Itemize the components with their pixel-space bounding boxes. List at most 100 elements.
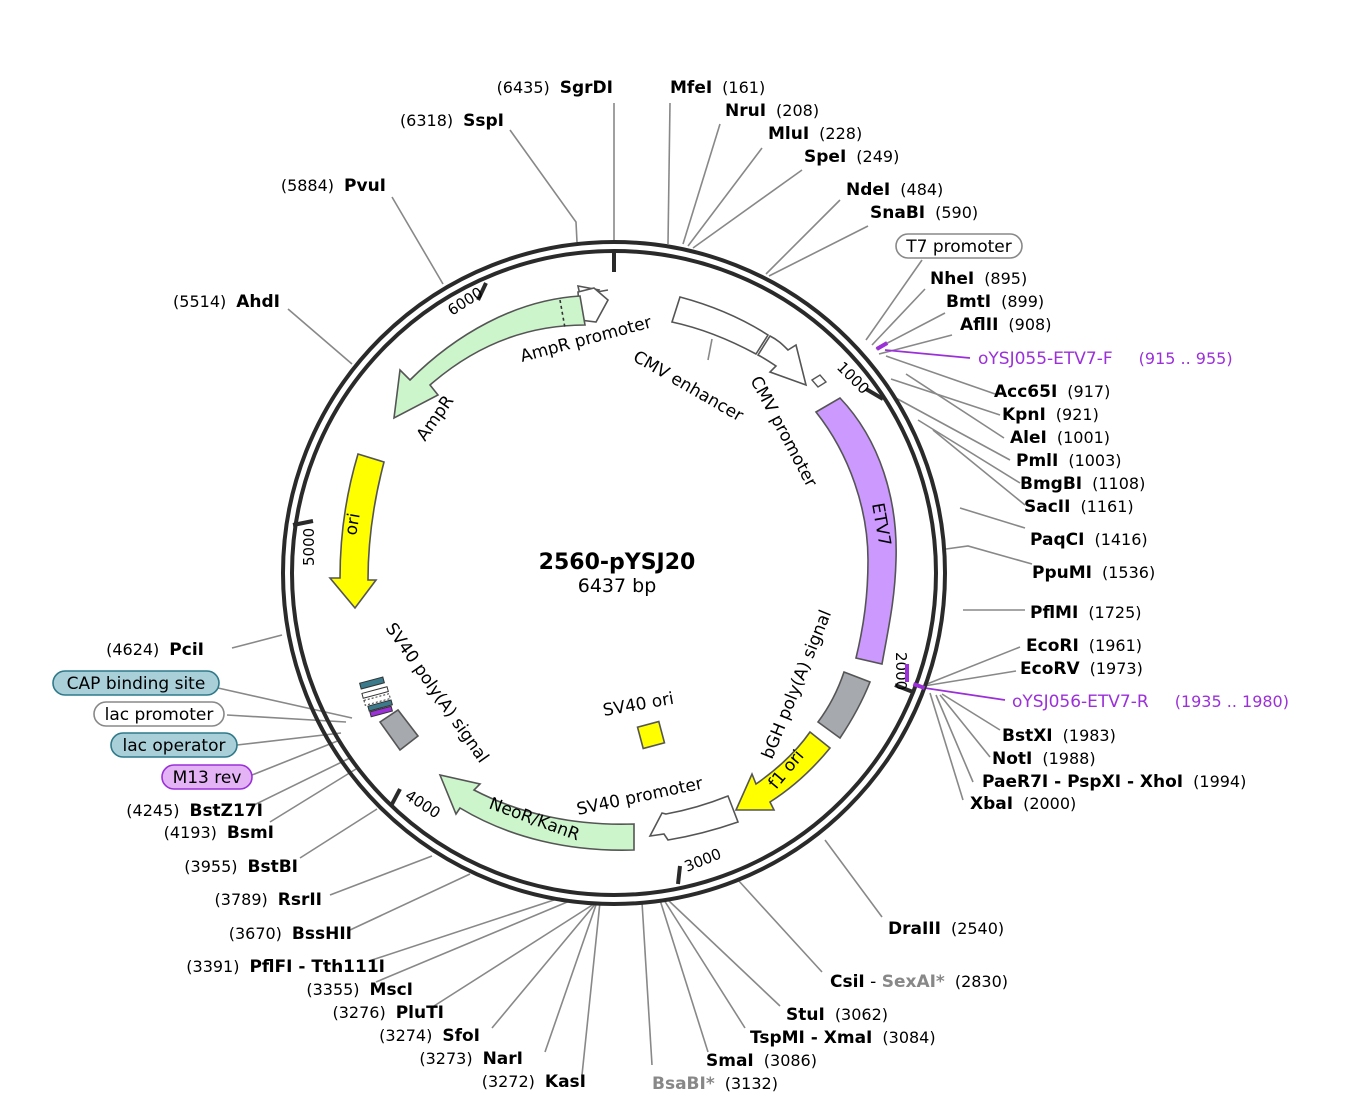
enzyme-name: PmlI bbox=[1016, 451, 1058, 471]
enzyme-sep: - bbox=[865, 972, 882, 992]
enzyme-name: KpnI bbox=[1002, 405, 1046, 425]
enzyme-name: BmgBI bbox=[1020, 474, 1082, 494]
leader-lines bbox=[217, 102, 1033, 1076]
svg-text:BstXI(1983): BstXI(1983) bbox=[1002, 726, 1116, 746]
enzyme-pos: (1983) bbox=[1063, 726, 1116, 745]
enzyme-name: PaqCI bbox=[1030, 530, 1084, 550]
enzyme-pos: (1536) bbox=[1102, 563, 1155, 582]
enzyme-pos: (1001) bbox=[1057, 428, 1110, 447]
cmv-promoter-label: CMV promoter bbox=[746, 373, 821, 491]
svg-text:(5884)PvuI: (5884)PvuI bbox=[281, 176, 386, 196]
svg-text:(3355)MscI: (3355)MscI bbox=[306, 980, 413, 1000]
enzyme-name: SspI bbox=[463, 111, 504, 131]
svg-text:PpuMI(1536): PpuMI(1536) bbox=[1032, 563, 1155, 583]
enzyme-pos: (895) bbox=[984, 269, 1027, 288]
enzyme-name: KasI bbox=[545, 1072, 586, 1092]
svg-text:PflMI(1725): PflMI(1725) bbox=[1030, 603, 1142, 623]
sv40-ori-box[interactable] bbox=[636, 720, 666, 750]
enzyme-name: BstBI bbox=[248, 857, 299, 877]
svg-text:Acc65I(917): Acc65I(917) bbox=[994, 382, 1110, 402]
f1-ori-arrow[interactable] bbox=[734, 730, 832, 811]
svg-text:XbaI(2000): XbaI(2000) bbox=[970, 794, 1076, 814]
ampr-arrow[interactable] bbox=[393, 295, 586, 420]
primer-name: oYSJ055-ETV7-F bbox=[978, 349, 1113, 369]
enzyme-pos: (4245) bbox=[126, 801, 179, 820]
svg-text:AflII(908): AflII(908) bbox=[960, 315, 1051, 335]
enzyme-name: TspMI - XmaI bbox=[750, 1028, 872, 1048]
svg-text:TspMI - XmaI(3084): TspMI - XmaI(3084) bbox=[750, 1028, 936, 1048]
svg-text:(3670)BssHII: (3670)BssHII bbox=[229, 924, 352, 944]
cmv-enhancer-arrow[interactable] bbox=[670, 296, 770, 356]
enzyme-pos: (1994) bbox=[1193, 772, 1246, 791]
enzyme-labels: (6435)SgrDI (6318)SspI (5884)PvuI (5514)… bbox=[106, 78, 1246, 1094]
sv40-ori-label: SV40 ori bbox=[601, 689, 675, 721]
enzyme-pos: (3062) bbox=[835, 1005, 888, 1024]
enzyme-pos: (1161) bbox=[1080, 497, 1133, 516]
sv40-promoter-arrow[interactable] bbox=[648, 794, 740, 841]
lac-promoter-label: lac promoter bbox=[105, 705, 214, 725]
neokan-arrow[interactable] bbox=[438, 773, 635, 851]
svg-text:(3273)NarI: (3273)NarI bbox=[419, 1049, 523, 1069]
enzyme-name: PluTI bbox=[396, 1003, 444, 1023]
svg-text:NdeI(484): NdeI(484) bbox=[846, 180, 943, 200]
small-marker bbox=[810, 374, 828, 388]
svg-text:(3274)SfoI: (3274)SfoI bbox=[379, 1026, 480, 1046]
enzyme-name: NruI bbox=[725, 101, 766, 121]
enzyme-pos: (3391) bbox=[186, 957, 239, 976]
svg-text:BsaBI*(3132): BsaBI*(3132) bbox=[652, 1074, 778, 1094]
svg-text:oYSJ055-ETV7-F(915 .. 955): oYSJ055-ETV7-F(915 .. 955) bbox=[978, 349, 1233, 369]
enzyme-name: PaeR7I - PspXI - XhoI bbox=[982, 772, 1183, 792]
cmv-enhancer-label: CMV enhancer bbox=[630, 347, 747, 426]
enzyme-pos: (3132) bbox=[725, 1074, 778, 1093]
enzyme-pos: (249) bbox=[856, 147, 899, 166]
svg-text:(4193)BsmI: (4193)BsmI bbox=[164, 823, 274, 843]
svg-text:oYSJ056-ETV7-R(1935 .. 1980): oYSJ056-ETV7-R(1935 .. 1980) bbox=[1012, 692, 1289, 712]
svg-text:KpnI(921): KpnI (921) bbox=[1002, 405, 1099, 425]
svg-text:NotI(1988): NotI(1988) bbox=[992, 749, 1096, 769]
enzyme-pos: (208) bbox=[776, 101, 819, 120]
svg-text:SmaI(3086): SmaI(3086) bbox=[706, 1051, 817, 1071]
enzyme-name: NdeI bbox=[846, 180, 890, 200]
sv40-polya-box[interactable] bbox=[378, 708, 420, 752]
etv7-arrow[interactable] bbox=[814, 396, 897, 665]
svg-text:PmlI(1003): PmlI(1003) bbox=[1016, 451, 1122, 471]
enzyme-pos: (228) bbox=[819, 124, 862, 143]
svg-text:MfeI(161): MfeI(161) bbox=[670, 78, 765, 98]
enzyme-name: EcoRI bbox=[1026, 636, 1079, 656]
enzyme-pos: (1973) bbox=[1090, 659, 1143, 678]
svg-text:(5514)AhdI: (5514)AhdI bbox=[173, 292, 280, 312]
enzyme-pos: (2000) bbox=[1023, 794, 1076, 813]
svg-text:(3789)RsrII: (3789)RsrII bbox=[215, 890, 322, 910]
enzyme-pos: (5514) bbox=[173, 292, 226, 311]
boxed-labels: T7 promoter CAP binding site lac promote… bbox=[52, 233, 1023, 790]
lac-features[interactable] bbox=[359, 676, 394, 718]
enzyme-name: EcoRV bbox=[1020, 659, 1080, 679]
enzyme-pos: (3276) bbox=[332, 1003, 385, 1022]
enzyme-name: StuI bbox=[786, 1005, 825, 1025]
cmv-promoter-arrow[interactable] bbox=[756, 334, 808, 387]
enzyme-name: SgrDI bbox=[560, 78, 613, 98]
enzyme-pos: (3274) bbox=[379, 1026, 432, 1045]
svg-text:DraIII(2540): DraIII(2540) bbox=[888, 919, 1004, 939]
ticks bbox=[292, 251, 914, 885]
svg-text:(6318)SspI: (6318)SspI bbox=[400, 111, 504, 131]
enzyme-pos: (1725) bbox=[1088, 603, 1141, 622]
bgh-polya-box[interactable] bbox=[816, 670, 872, 740]
svg-text:NruI(208): NruI (208) bbox=[725, 101, 819, 121]
features bbox=[328, 284, 926, 851]
enzyme-name: NotI bbox=[992, 749, 1032, 769]
tick-label: 5000 bbox=[300, 528, 318, 566]
enzyme-pos: (1108) bbox=[1092, 474, 1145, 493]
enzyme-pos: (3670) bbox=[229, 924, 282, 943]
svg-text:(6435)SgrDI: (6435)SgrDI bbox=[497, 78, 613, 98]
enzyme-pos: (921) bbox=[1056, 405, 1099, 424]
svg-text:BmtI(899): BmtI(899) bbox=[946, 292, 1044, 312]
enzyme-name: Acc65I bbox=[994, 382, 1057, 402]
tick-label: 3000 bbox=[682, 845, 724, 876]
enzyme-name: MluI bbox=[768, 124, 809, 144]
ori-arrow[interactable] bbox=[328, 452, 385, 610]
enzyme-pos: (3789) bbox=[215, 890, 268, 909]
svg-text:MluI(228): MluI (228) bbox=[768, 124, 862, 144]
lac-operator-label: lac operator bbox=[122, 736, 225, 756]
enzyme-pos: (3355) bbox=[306, 980, 359, 999]
